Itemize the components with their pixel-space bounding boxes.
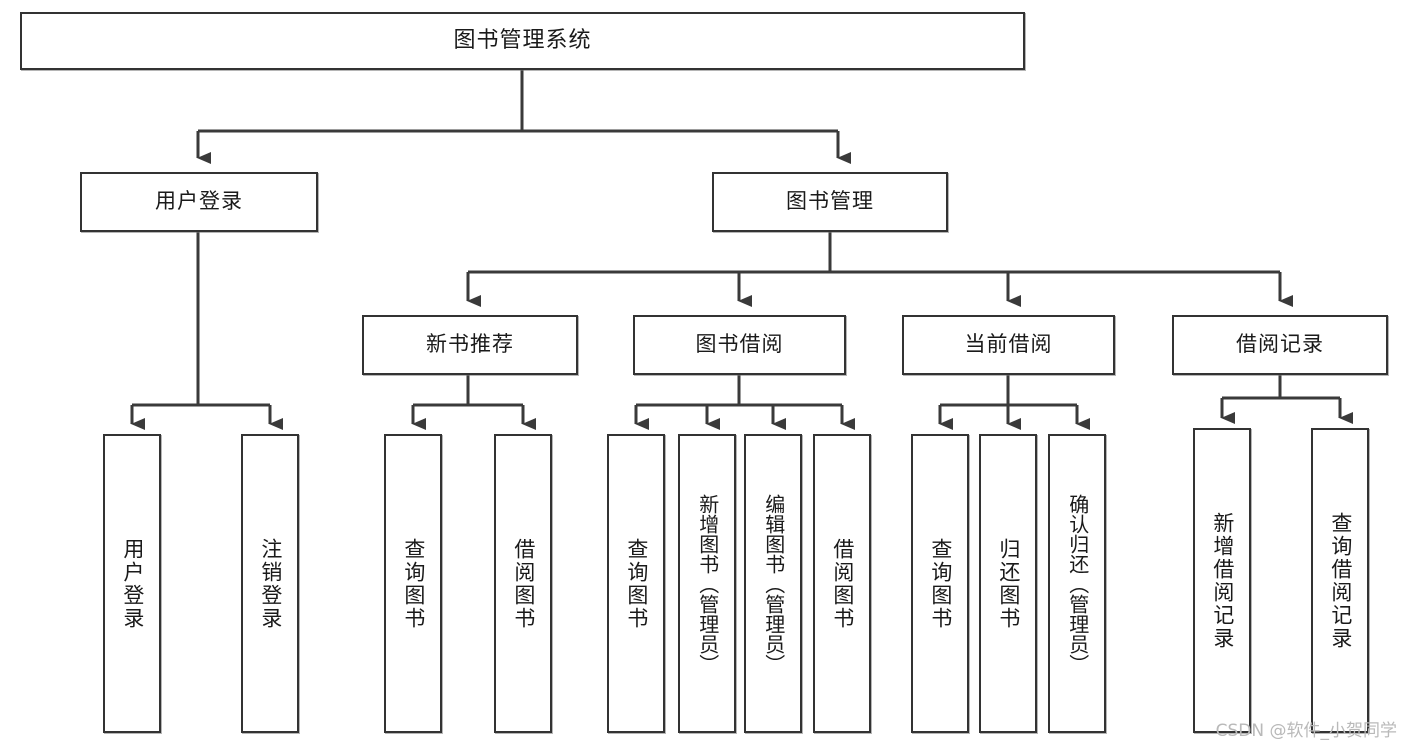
node-user-login[interactable]: 用户登录 bbox=[80, 172, 318, 232]
node-label: 借阅图书 bbox=[511, 537, 536, 630]
leaf-query-borrow-record[interactable]: 查询借阅记录 bbox=[1311, 428, 1369, 733]
node-label: 新增图书（管理员） bbox=[695, 493, 720, 674]
node-label: 查询图书 bbox=[928, 537, 953, 630]
leaf-add-borrow-record[interactable]: 新增借阅记录 bbox=[1193, 428, 1251, 733]
leaf-new-book-query[interactable]: 查询图书 bbox=[384, 434, 442, 733]
node-label: 新增借阅记录 bbox=[1210, 511, 1235, 650]
node-label: 确认归还（管理员） bbox=[1065, 493, 1090, 674]
node-root-book-management-system[interactable]: 图书管理系统 bbox=[20, 12, 1025, 70]
node-label: 图书管理 bbox=[786, 189, 874, 214]
leaf-edit-book-admin[interactable]: 编辑图书（管理员） bbox=[744, 434, 802, 733]
node-label: 用户登录 bbox=[120, 537, 145, 630]
node-new-book-recommend[interactable]: 新书推荐 bbox=[362, 315, 578, 375]
node-label: 图书管理系统 bbox=[453, 27, 592, 53]
node-label: 注销登录 bbox=[258, 537, 283, 630]
node-label: 新书推荐 bbox=[426, 332, 514, 357]
node-borrow-record[interactable]: 借阅记录 bbox=[1172, 315, 1388, 375]
node-label: 归还图书 bbox=[996, 537, 1021, 630]
node-label: 借阅图书 bbox=[830, 537, 855, 630]
node-current-borrow[interactable]: 当前借阅 bbox=[902, 315, 1115, 375]
node-book-management[interactable]: 图书管理 bbox=[712, 172, 948, 232]
leaf-confirm-return-admin[interactable]: 确认归还（管理员） bbox=[1048, 434, 1106, 733]
leaf-new-book-borrow[interactable]: 借阅图书 bbox=[494, 434, 552, 733]
node-label: 查询图书 bbox=[401, 537, 426, 630]
leaf-borrow-book[interactable]: 借阅图书 bbox=[813, 434, 871, 733]
node-book-borrow[interactable]: 图书借阅 bbox=[633, 315, 846, 375]
leaf-current-query-book[interactable]: 查询图书 bbox=[911, 434, 969, 733]
leaf-add-book-admin[interactable]: 新增图书（管理员） bbox=[678, 434, 736, 733]
node-label: 查询图书 bbox=[624, 537, 649, 630]
leaf-user-login[interactable]: 用户登录 bbox=[103, 434, 161, 733]
node-label: 借阅记录 bbox=[1236, 332, 1324, 357]
leaf-borrow-query-book[interactable]: 查询图书 bbox=[607, 434, 665, 733]
node-label: 图书借阅 bbox=[695, 332, 784, 357]
leaf-return-book[interactable]: 归还图书 bbox=[979, 434, 1037, 733]
node-label: 查询借阅记录 bbox=[1328, 511, 1353, 650]
node-label: 用户登录 bbox=[155, 189, 243, 214]
node-label: 编辑图书（管理员） bbox=[761, 493, 786, 674]
watermark: CSDN @软件_小贺同学 bbox=[1215, 721, 1397, 741]
leaf-logout[interactable]: 注销登录 bbox=[241, 434, 299, 733]
node-label: 当前借阅 bbox=[964, 332, 1053, 357]
